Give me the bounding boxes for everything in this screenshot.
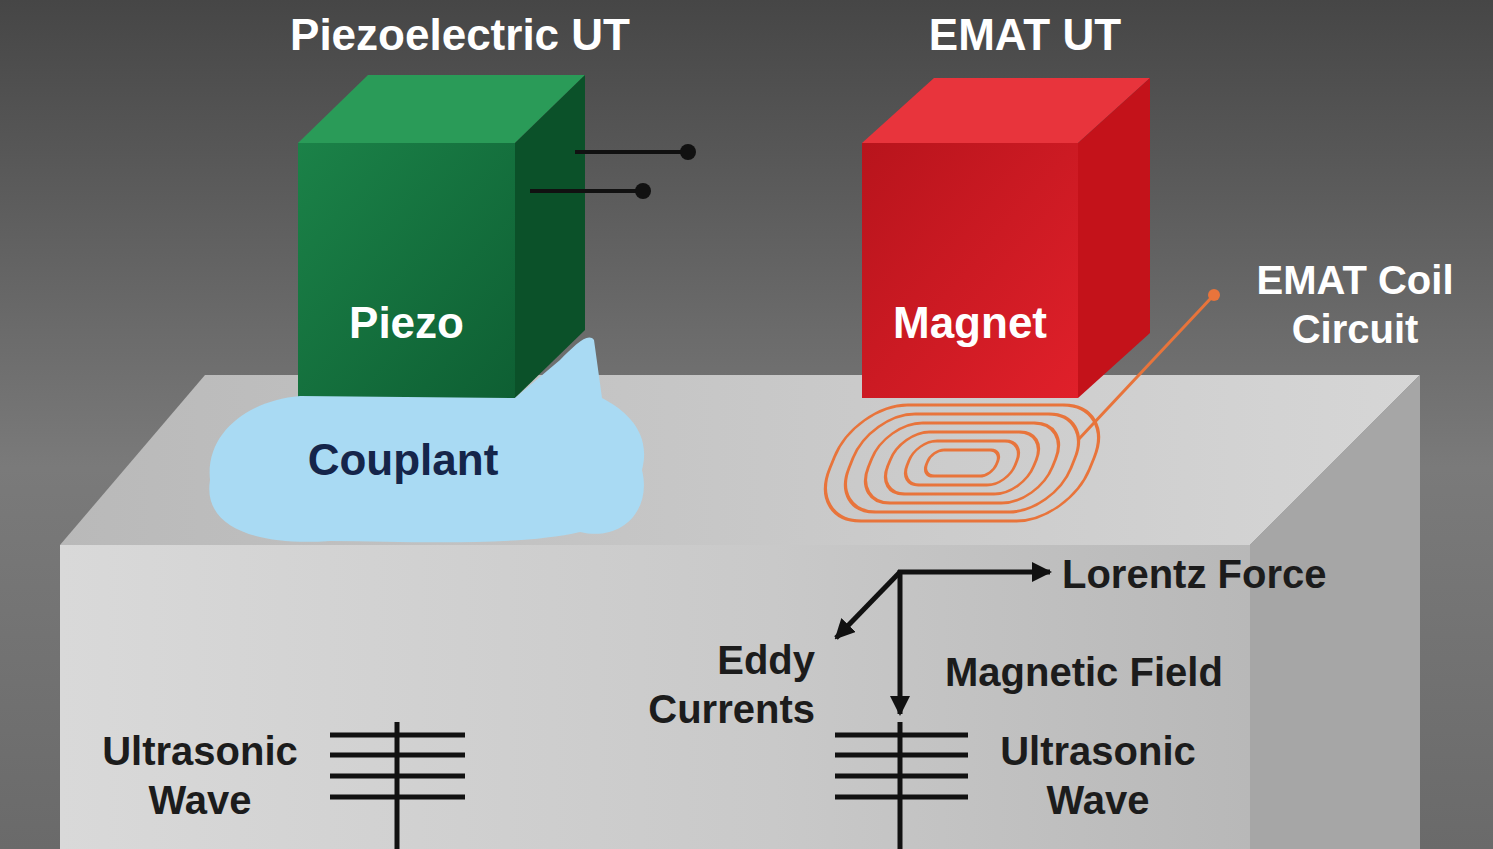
ultrasonic-wave-symbols (330, 722, 968, 849)
node-label: Couplant (192, 434, 614, 487)
wavefront (835, 774, 968, 779)
field-arrow (898, 570, 903, 714)
magnet-block: Magnet (862, 143, 1094, 398)
wave-label: Ultrasonic Wave (973, 727, 1223, 825)
emat-coil (809, 405, 1116, 521)
wave-label: Ultrasonic Wave (75, 727, 325, 825)
slab-side (1250, 375, 1420, 849)
coil-winding (854, 423, 1070, 503)
section-title: Piezoelectric UT (255, 8, 665, 62)
field-label: Magnetic Field (945, 648, 1305, 697)
wavefront (330, 774, 465, 779)
wavefront (835, 733, 968, 738)
wire (530, 189, 641, 193)
node-label: Magnet (854, 297, 1086, 350)
terminal (635, 183, 651, 199)
node-label: Piezo (290, 297, 523, 350)
wavefront (330, 753, 465, 758)
piezo-front (298, 143, 515, 398)
force-label: Lorentz Force (1062, 550, 1462, 599)
section-title: EMAT UT (875, 8, 1175, 62)
terminal (680, 144, 696, 160)
wire (575, 150, 686, 154)
eddy-arrow (836, 572, 900, 638)
coil-winding (899, 441, 1025, 485)
coil-winding (809, 405, 1116, 521)
magnet-side (1078, 78, 1150, 398)
couplant-blob: Couplant (200, 330, 650, 545)
piezo-element: Piezo (298, 143, 531, 398)
current-label: Eddy Currents (580, 636, 815, 734)
wavefront (835, 753, 968, 758)
lorentz-arrow (898, 570, 1050, 575)
wave-axis (395, 722, 400, 849)
magnet-front (862, 143, 1078, 398)
coil-terminal (1208, 289, 1220, 301)
wave-axis (898, 722, 903, 849)
wavefront (835, 795, 968, 800)
coil-winding (831, 414, 1093, 512)
coil-winding (876, 432, 1047, 494)
wavefront (330, 795, 465, 800)
part-label: EMAT Coil Circuit (1230, 256, 1480, 354)
wavefront (330, 733, 465, 738)
coil-winding (922, 450, 1003, 476)
